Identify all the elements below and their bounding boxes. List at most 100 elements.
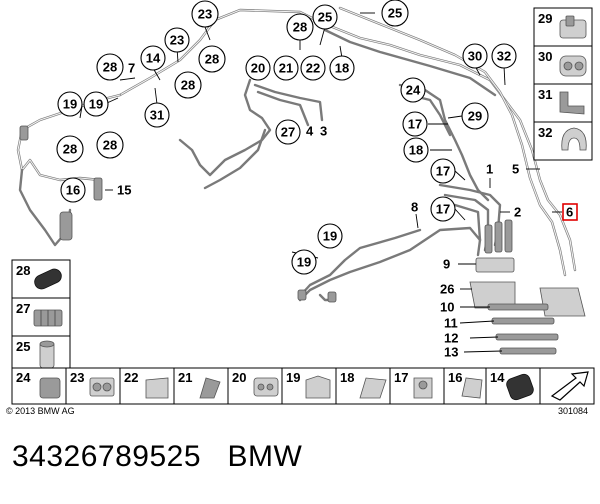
svg-text:32: 32 — [497, 49, 511, 64]
callout[interactable]: 28 — [56, 135, 84, 163]
callouts: 23 23 28 25 25 14 28 28 18 28 20 21 22 3… — [56, 0, 517, 275]
callout[interactable]: 23 — [164, 27, 190, 53]
svg-text:17: 17 — [394, 370, 408, 385]
label-3[interactable]: 3 — [320, 124, 327, 139]
label-10[interactable]: 10 — [440, 300, 454, 315]
svg-text:24: 24 — [406, 83, 421, 98]
label-7[interactable]: 7 — [128, 61, 135, 76]
legend-item-19[interactable]: 19 — [281, 367, 337, 405]
callout[interactable]: 30 — [462, 43, 488, 69]
legend-item-29[interactable]: 29 — [533, 7, 593, 47]
svg-text:19: 19 — [286, 370, 300, 385]
legend-item-31[interactable]: 31 — [533, 83, 593, 123]
svg-text:31: 31 — [150, 108, 164, 123]
label-11[interactable]: 11 — [444, 316, 458, 331]
svg-text:23: 23 — [170, 33, 184, 48]
label-12[interactable]: 12 — [444, 331, 458, 346]
callout[interactable]: 32 — [491, 43, 517, 69]
callout[interactable]: 25 — [312, 4, 338, 30]
highlighted-part-6[interactable]: 6 — [562, 203, 578, 221]
callout[interactable]: 18 — [403, 137, 429, 163]
svg-text:28: 28 — [16, 263, 30, 278]
svg-text:18: 18 — [340, 370, 354, 385]
callout[interactable]: 19 — [291, 249, 317, 275]
svg-text:17: 17 — [436, 202, 450, 217]
label-15[interactable]: 15 — [117, 183, 131, 198]
callout[interactable]: 28 — [198, 45, 226, 73]
svg-text:6: 6 — [566, 205, 573, 220]
legend-right: 29 30 31 32 — [533, 7, 593, 161]
callout[interactable]: 18 — [329, 55, 355, 81]
callout[interactable]: 19 — [83, 91, 109, 117]
callout[interactable]: 31 — [144, 102, 170, 128]
svg-text:25: 25 — [318, 10, 332, 25]
callout[interactable]: 19 — [57, 91, 83, 117]
svg-text:18: 18 — [409, 143, 423, 158]
svg-text:17: 17 — [408, 117, 422, 132]
callout[interactable]: 19 — [317, 223, 343, 249]
svg-text:16: 16 — [66, 183, 80, 198]
label-8[interactable]: 8 — [411, 200, 418, 215]
label-2[interactable]: 2 — [514, 205, 521, 220]
legend-item-17[interactable]: 17 — [389, 367, 445, 405]
leader-lines — [79, 12, 562, 353]
callout[interactable]: 27 — [275, 119, 301, 145]
arrow-icon — [539, 367, 595, 405]
callout[interactable]: 24 — [400, 77, 426, 103]
legend-item-16[interactable]: 16 — [443, 367, 487, 405]
copyright: © 2013 BMW AG — [6, 406, 75, 416]
legend-item-32[interactable]: 32 — [533, 121, 593, 161]
label-26[interactable]: 26 — [440, 282, 454, 297]
callout[interactable]: 28 — [96, 53, 124, 81]
label-5[interactable]: 5 — [512, 162, 519, 177]
legend-item-23[interactable]: 23 — [65, 367, 121, 405]
callout[interactable]: 17 — [430, 196, 456, 222]
legend-item-28[interactable]: 28 — [11, 259, 71, 299]
callout[interactable]: 14 — [140, 45, 166, 71]
callout[interactable]: 25 — [381, 0, 409, 27]
label-1[interactable]: 1 — [486, 162, 493, 177]
callout[interactable]: 17 — [402, 111, 428, 137]
callout[interactable]: 28 — [286, 13, 314, 41]
svg-text:28: 28 — [181, 78, 195, 93]
legend-item-21[interactable]: 21 — [173, 367, 229, 405]
label-4[interactable]: 4 — [306, 124, 314, 139]
svg-text:28: 28 — [293, 20, 307, 35]
label-9[interactable]: 9 — [443, 257, 450, 272]
svg-text:20: 20 — [251, 61, 265, 76]
svg-text:28: 28 — [103, 60, 117, 75]
legend-item-30[interactable]: 30 — [533, 45, 593, 85]
legend-item-27[interactable]: 27 — [11, 297, 71, 337]
legend-item-24[interactable]: 24 — [11, 367, 67, 405]
callout[interactable]: 23 — [191, 0, 219, 28]
callout[interactable]: 16 — [60, 177, 86, 203]
callout[interactable]: 28 — [96, 131, 124, 159]
svg-text:22: 22 — [306, 61, 320, 76]
svg-text:25: 25 — [16, 339, 30, 354]
callout[interactable]: 29 — [461, 102, 489, 130]
plain-labels: 7 4 3 15 1 5 2 8 9 26 10 11 12 13 — [117, 61, 521, 360]
callout[interactable]: 28 — [174, 71, 202, 99]
bracket-26-b — [539, 287, 586, 317]
legend-item-18[interactable]: 18 — [335, 367, 391, 405]
legend-item-20[interactable]: 20 — [227, 367, 283, 405]
svg-text:14: 14 — [146, 51, 161, 66]
callout[interactable]: 22 — [300, 55, 326, 81]
callout[interactable]: 21 — [273, 55, 299, 81]
svg-text:18: 18 — [335, 61, 349, 76]
svg-text:23: 23 — [70, 370, 84, 385]
svg-text:29: 29 — [468, 109, 482, 124]
callout[interactable]: 20 — [245, 55, 271, 81]
pipe-fittings — [19, 125, 586, 355]
svg-text:29: 29 — [538, 11, 552, 26]
svg-text:14: 14 — [490, 370, 505, 385]
svg-text:19: 19 — [89, 97, 103, 112]
legend-item-14[interactable]: 14 — [485, 367, 541, 405]
legend-item-22[interactable]: 22 — [119, 367, 175, 405]
clip-holder-9 — [475, 257, 515, 273]
label-13[interactable]: 13 — [444, 345, 458, 360]
svg-text:31: 31 — [538, 87, 552, 102]
callout[interactable]: 17 — [430, 158, 456, 184]
pipe-13 — [499, 347, 557, 355]
pipe-end — [327, 291, 337, 303]
